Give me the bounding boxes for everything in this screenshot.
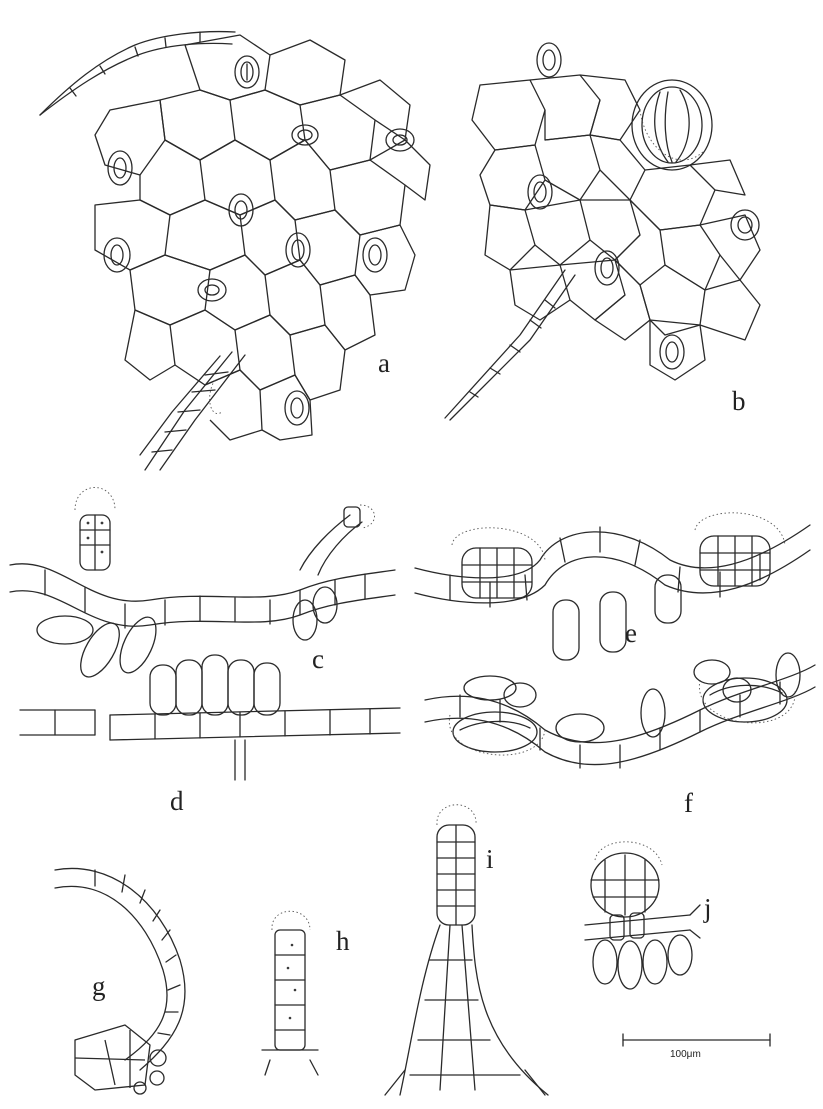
- panel-f-section: f: [425, 653, 815, 818]
- panel-c-section: c: [10, 488, 395, 683]
- panel-j-gland: j: [585, 842, 712, 989]
- panel-label-i: i: [486, 844, 494, 874]
- panel-a-epidermis: a: [40, 32, 430, 470]
- stoma-a-8: [363, 238, 387, 272]
- stoma-b-2: [528, 175, 552, 209]
- panel-g-hair: g: [55, 868, 185, 1094]
- panel-d-section: d: [20, 655, 400, 816]
- stoma-a-7: [104, 238, 130, 272]
- panel-label-c: c: [312, 644, 324, 674]
- stoma-a-6: [286, 233, 310, 267]
- gland-e-left: [452, 528, 545, 598]
- panel-e-section: e: [415, 513, 810, 660]
- stoma-a-1: [235, 56, 259, 88]
- stoma-a-9: [198, 279, 226, 301]
- panel-label-j: j: [703, 893, 712, 923]
- scale-bar: 100μm: [623, 1034, 770, 1060]
- stoma-b-large: [632, 80, 712, 170]
- stoma-b-1: [537, 43, 561, 77]
- stoma-a-4: [386, 129, 414, 151]
- panel-h-gland: h: [262, 911, 350, 1075]
- stoma-b-3: [595, 251, 619, 285]
- panel-label-e: e: [625, 618, 637, 648]
- scale-bar-label: 100μm: [670, 1049, 701, 1060]
- panel-label-g: g: [92, 971, 106, 1001]
- panel-label-f: f: [684, 788, 693, 818]
- gland-e-right: [695, 513, 785, 586]
- panel-i-hair: i: [385, 805, 548, 1095]
- panel-label-b: b: [732, 386, 746, 416]
- panel-label-a: a: [378, 348, 390, 378]
- panel-label-d: d: [170, 786, 184, 816]
- panel-b-epidermis: b: [445, 43, 760, 420]
- panel-label-h: h: [336, 926, 350, 956]
- stoma-a-10: [285, 391, 309, 425]
- stoma-b-5: [660, 335, 684, 369]
- stoma-a-2: [292, 125, 318, 145]
- stoma-a-3: [108, 151, 132, 185]
